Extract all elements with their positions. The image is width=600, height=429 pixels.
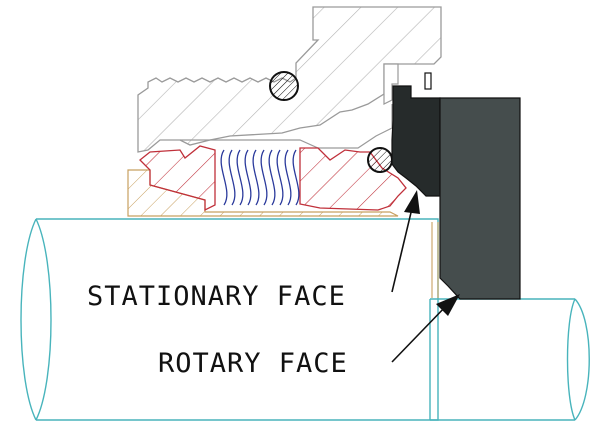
- o-ring-inner: [367, 147, 393, 173]
- coil-spring: [220, 149, 300, 206]
- rotary-seal-face: [439, 97, 521, 300]
- leader-rotary-face: [391, 294, 460, 363]
- rubber-bellows: [139, 145, 407, 212]
- sleeve-shoulder: [431, 222, 439, 298]
- leader-stationary-face: [391, 190, 420, 293]
- o-ring-housing: [269, 71, 299, 101]
- label-stationary-face: STATIONARY FACE: [87, 281, 346, 312]
- shaft: [20, 218, 590, 421]
- anti-rotation-pin: [424, 72, 432, 90]
- stationary-seal-face: [391, 85, 441, 197]
- label-rotary-face: ROTARY FACE: [158, 348, 348, 379]
